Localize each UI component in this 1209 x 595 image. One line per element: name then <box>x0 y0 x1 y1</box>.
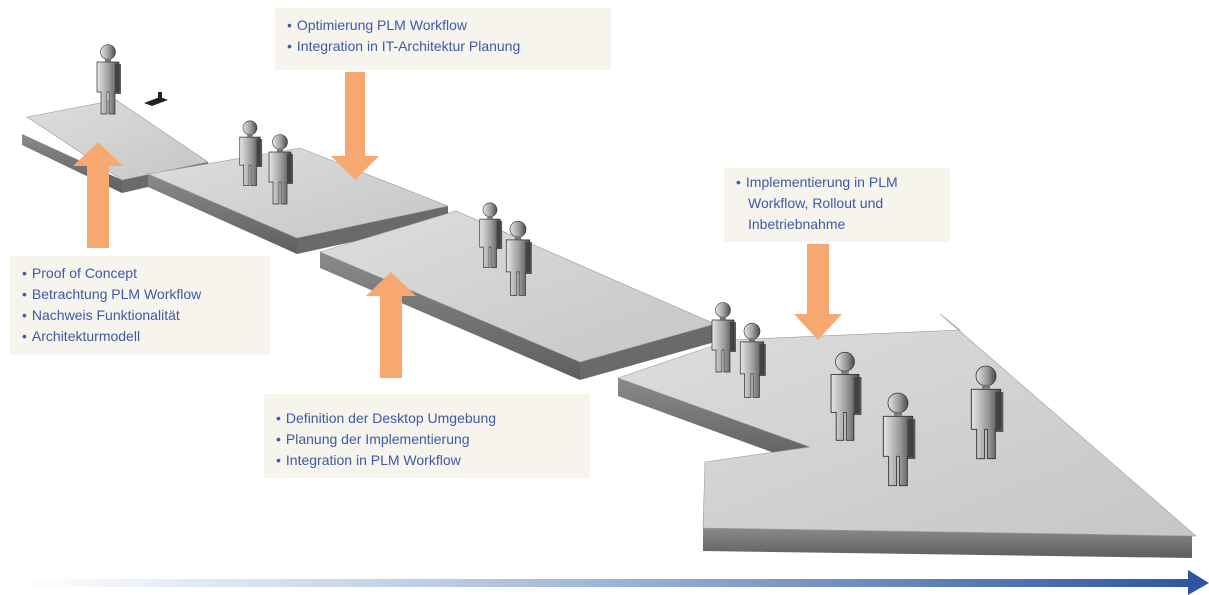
laptop-icon <box>144 92 168 106</box>
down-arrow-icon-phase-2 <box>331 72 379 180</box>
note-item: Planung der Implementierung <box>276 429 580 450</box>
note-item: Integration in IT-Architektur Planung <box>287 36 599 57</box>
up-arrow-icon-phase-1 <box>73 142 123 248</box>
note-phase-1: Proof of Concept Betrachtung PLM Workflo… <box>10 256 270 355</box>
note-line: Workflow, Rollout und <box>748 195 884 211</box>
note-item: Integration in PLM Workflow <box>276 450 580 471</box>
down-arrow-icon-phase-4 <box>794 244 842 340</box>
note-item: Architekturmodell <box>22 326 258 347</box>
note-item: Proof of Concept <box>22 263 258 284</box>
note-phase-2: Optimierung PLM Workflow Integration in … <box>275 8 611 70</box>
note-item: Definition der Desktop Umgebung <box>276 408 580 429</box>
note-item: Nachweis Funktionalität <box>22 305 258 326</box>
note-item: Optimierung PLM Workflow <box>287 15 599 36</box>
platform-phase-2 <box>146 147 450 254</box>
note-phase-4: Implementierung in PLM Workflow, Rollout… <box>724 168 950 242</box>
note-phase-3: Definition der Desktop Umgebung Planung … <box>264 394 590 478</box>
note-line: Implementierung in PLM <box>736 172 938 193</box>
note-item: Betrachtung PLM Workflow <box>22 284 258 305</box>
timeline-arrow-icon <box>18 570 1209 595</box>
up-arrow-icon-phase-3 <box>366 272 416 378</box>
note-line: Inbetriebnahme <box>748 216 846 232</box>
